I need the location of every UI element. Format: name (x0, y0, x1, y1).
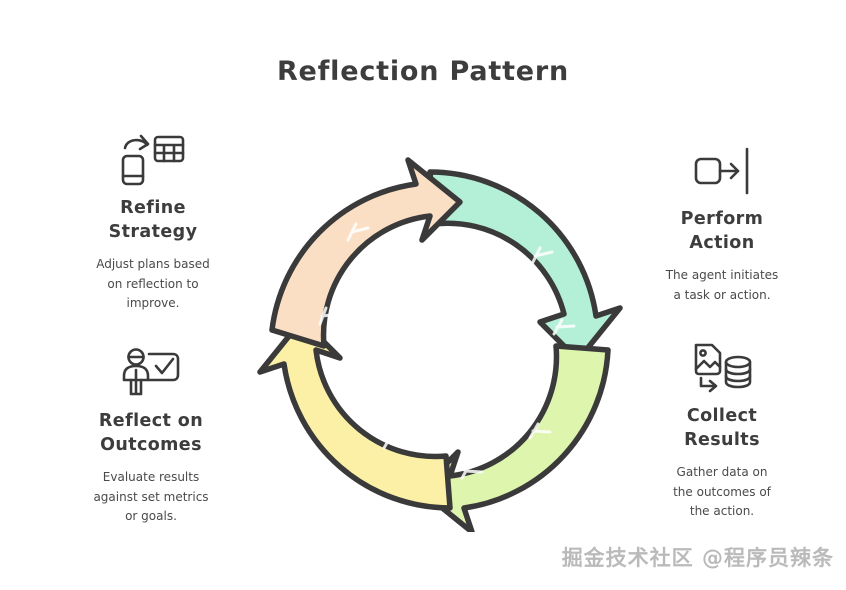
image-to-database-icon (617, 340, 827, 396)
block-description: Evaluate results against set metrics or … (93, 470, 209, 524)
watermark: 掘金技术社区 @程序员辣条 (561, 546, 834, 570)
refresh-table-card-icon (48, 132, 258, 188)
block-description: Gather data on the outcomes of the actio… (673, 465, 771, 519)
block-title: Perform Action (680, 209, 764, 254)
block-reflect-on-outcomes: Reflect on Outcomes Evaluate results aga… (46, 345, 256, 527)
block-title: Reflect on Outcomes (98, 411, 204, 456)
square-arrow-to-line-icon (617, 143, 827, 199)
cycle-segment-perform-action (427, 169, 623, 363)
block-perform-action: Perform Action The agent initiates a tas… (617, 143, 827, 305)
person-checklist-icon (46, 345, 256, 401)
block-description: The agent initiates a task or action. (665, 268, 779, 302)
block-title: Collect Results (684, 406, 760, 451)
block-refine-strategy: Refine Strategy Adjust plans based on re… (48, 132, 258, 314)
page-title: Reflection Pattern (276, 56, 570, 87)
cycle-segment-refine-strategy (269, 157, 463, 349)
block-collect-results: Collect Results Gather data on the outco… (617, 340, 827, 522)
cycle-segments (257, 157, 623, 532)
reflection-cycle-diagram (257, 157, 623, 532)
block-title: Refine Strategy (108, 198, 198, 243)
sparkle-highlights (318, 222, 576, 480)
cycle-segment-reflect-on-outcomes (257, 317, 453, 511)
block-description: Adjust plans based on reflection to impr… (96, 257, 210, 311)
